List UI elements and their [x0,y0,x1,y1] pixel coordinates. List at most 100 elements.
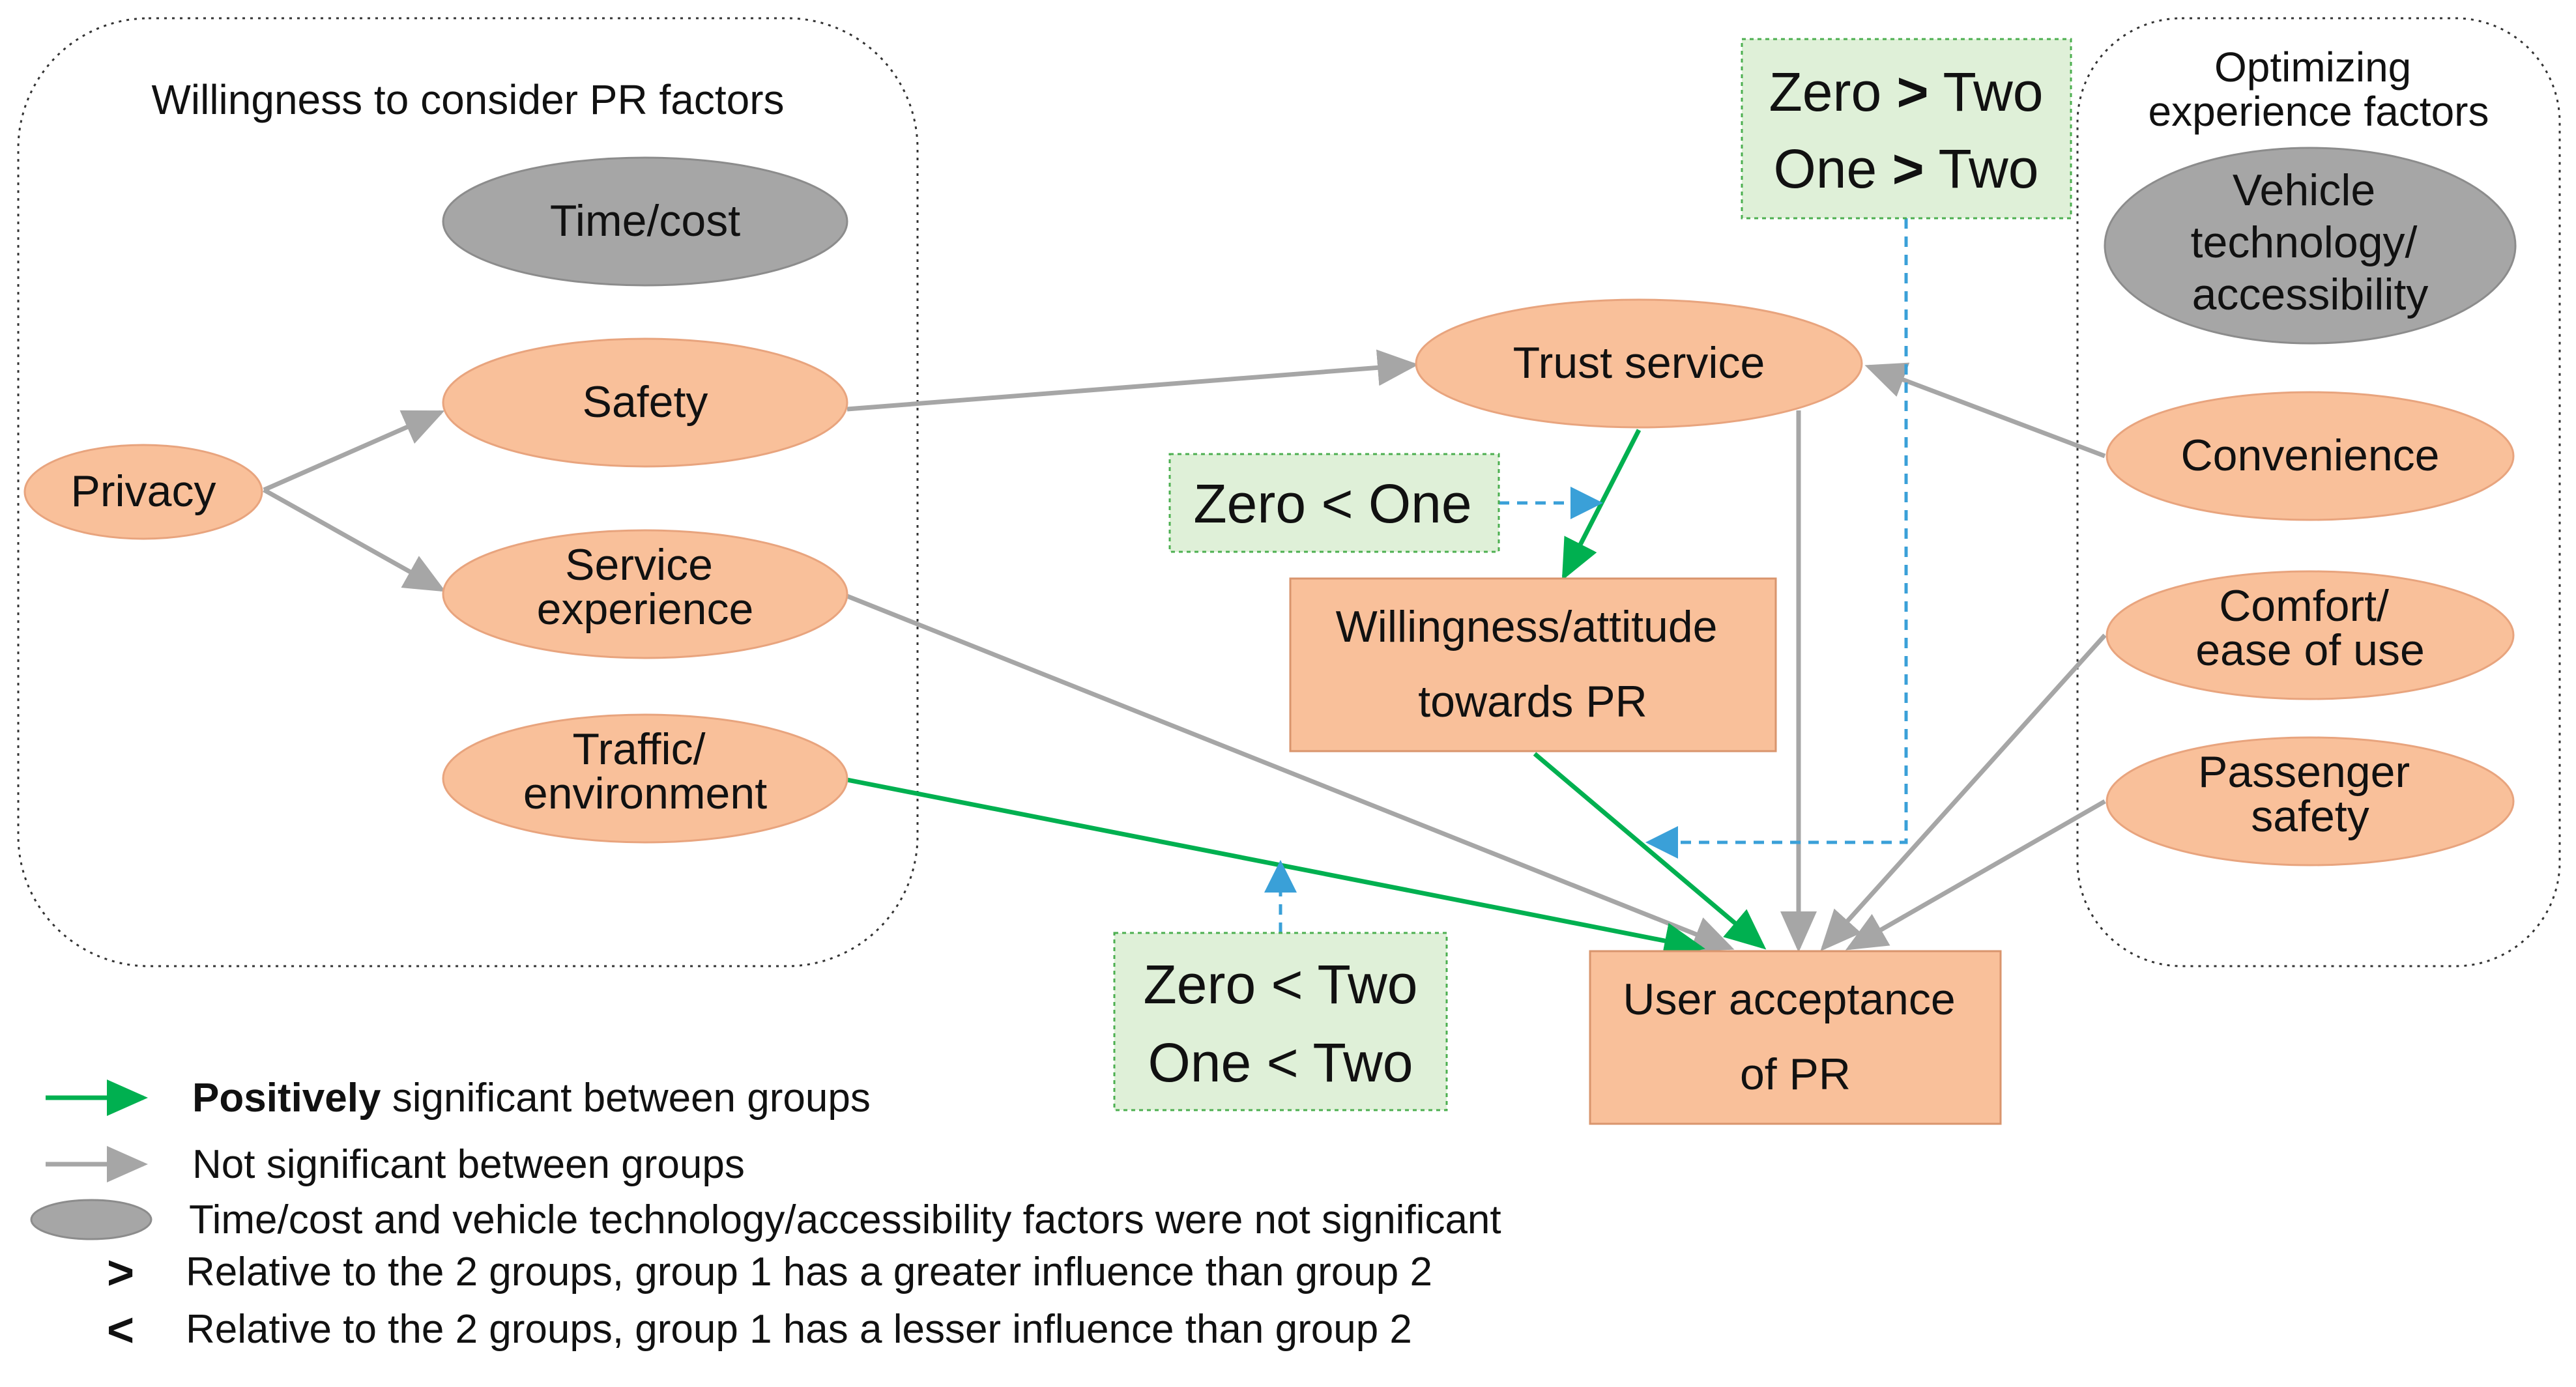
comparison-top-line-1-right: Two [1943,61,2043,122]
node-willingness-attitude: Willingness/attitude towards PR [1289,577,1777,752]
legend-greater-symbol: > [107,1247,134,1299]
legend-gray-ellipse-icon [30,1199,152,1240]
arrow-privacy-to-service-experience [263,487,446,592]
node-user-acceptance: User acceptance of PR [1589,950,2002,1125]
comparison-middle-line-1: Zero < One [1193,473,1471,534]
comfort-label: Comfort/ ease of use [2195,581,2425,675]
comfort-shape [2106,570,2515,700]
passenger-safety-label: Passenger safety [2198,747,2422,841]
traffic-environment-line-1: Traffic/ [573,724,706,774]
user-acceptance-label: User acceptance of PR [1623,975,1967,1099]
privacy-label: Privacy [71,466,216,516]
user-acceptance-line-1: User acceptance [1623,975,1955,1024]
comparison-middle-line-1-right: One [1368,473,1472,534]
traffic-environment-shape [442,713,848,844]
comparison-top-line-2: One > Two [1773,138,2038,199]
legend: Positively significant between groups No… [30,1076,1501,1356]
node-passenger-safety: Passenger safety [2106,736,2515,866]
service-experience-line-1: Service [565,540,713,590]
legend-ellipse-text: Time/cost and vehicle technology/accessi… [189,1197,1501,1242]
comparison-top-line-2-op: > [1892,138,1924,199]
gray-arrows [263,349,2107,952]
service-experience-label: Service experience [537,540,754,634]
passenger-safety-shape [2106,736,2515,866]
comfort-line-1: Comfort/ [2219,581,2389,631]
optimizing-group-box [2076,17,2561,967]
vehicle-technology-shape [2104,147,2517,345]
comparison-middle-shape [1168,453,1500,553]
passenger-safety-line-2: safety [2251,792,2369,841]
comparison-bottom-line-1-left: Zero [1143,954,1256,1015]
trust-service-label: Trust service [1513,338,1765,388]
legend-lesser-text: Relative to the 2 groups, group 1 has a … [186,1307,1412,1352]
legend-greater-text: Relative to the 2 groups, group 1 has a … [186,1250,1432,1294]
willingness-group-title: Willingness to consider PR factors [151,76,784,123]
comparison-bottom-line-1-op: < [1271,954,1303,1015]
user-acceptance-line-2: of PR [1740,1050,1851,1099]
convenience-shape [2106,391,2515,521]
service-experience-shape [442,529,848,659]
comparison-box-middle: Zero < One [1168,453,1500,553]
node-comfort: Comfort/ ease of use [2106,570,2515,700]
willingness-attitude-label: Willingness/attitude towards PR [1336,602,1730,726]
arrow-comfort-to-user-acceptance [1820,633,2107,952]
vehicle-technology-line-1: Vehicle [2233,165,2375,215]
arrow-privacy-to-safety [263,410,445,493]
willingness-attitude-line-2: towards PR [1418,677,1647,726]
node-service-experience: Service experience [442,529,848,659]
node-safety: Safety [442,337,848,468]
comparison-box-bottom: Zero < Two One < Two [1113,932,1448,1111]
time-cost-shape [442,156,848,287]
traffic-environment-label: Traffic/ environment [523,724,767,818]
passenger-safety-line-1: Passenger [2198,747,2410,797]
legend-gray-text: Not significant between groups [192,1142,745,1187]
comparison-top-line-2-right: Two [1938,138,2038,199]
comparison-top-shape [1741,38,2072,220]
comparison-bottom-line-1: Zero < Two [1143,954,1417,1015]
service-experience-line-2: experience [537,584,754,634]
arrow-passenger-safety-to-user-acceptance [1845,799,2106,951]
safety-label: Safety [583,377,708,427]
comparison-top-line-1-left: Zero [1769,61,1881,122]
user-acceptance-shape [1589,950,2002,1125]
node-vehicle-technology: Vehicle technology/ accessibility [2104,147,2517,345]
privacy-shape [23,444,263,540]
comparison-middle-line-1-op: < [1321,473,1353,534]
vehicle-technology-line-2: technology/ [2191,218,2418,267]
legend-green-text: Positively significant between groups [192,1076,871,1121]
node-privacy: Privacy [23,444,263,540]
trust-service-shape [1415,298,1863,429]
node-traffic-environment: Traffic/ environment [442,713,848,844]
time-cost-label: Time/cost [550,196,740,246]
node-trust-service: Trust service [1415,298,1863,429]
comparison-bottom-line-2-left: One [1148,1032,1251,1093]
legend-lesser-symbol: < [107,1304,134,1356]
willingness-attitude-line-1: Willingness/attitude [1336,602,1718,651]
willingness-attitude-shape [1289,577,1777,752]
arrow-service-experience-to-user-acceptance [846,593,1735,952]
arrow-traffic-environment-to-user-acceptance [847,777,1705,959]
arrow-convenience-to-trust-service [1864,362,2106,459]
comparison-connectors [1264,218,1908,933]
vehicle-technology-label: Vehicle technology/ accessibility [2191,165,2430,319]
comparison-middle-line-1-left: Zero [1193,473,1306,534]
safety-shape [442,337,848,468]
comparison-bottom-line-1-right: Two [1317,954,1417,1015]
node-time-cost: Time/cost [442,156,848,287]
vehicle-technology-line-3: accessibility [2192,270,2429,319]
comparison-bottom-line-2-right: Two [1312,1032,1413,1093]
node-convenience: Convenience [2106,391,2515,521]
optimizing-group-title: Optimizing experience factors [2149,44,2489,135]
convenience-label: Convenience [2181,431,2440,480]
comparison-top-line-2-left: One [1773,138,1877,199]
comparison-bottom-shape [1113,932,1448,1111]
comfort-line-2: ease of use [2195,625,2425,675]
comparison-top-line-1: Zero > Two [1769,61,2043,122]
comparison-box-top: Zero > Two One > Two [1741,38,2072,220]
comparison-bottom-line-2: One < Two [1148,1032,1413,1093]
connector-top-comparison [1645,218,1908,859]
arrow-safety-to-trust-service [847,349,1419,412]
legend-green-rest: significant between groups [381,1076,870,1121]
